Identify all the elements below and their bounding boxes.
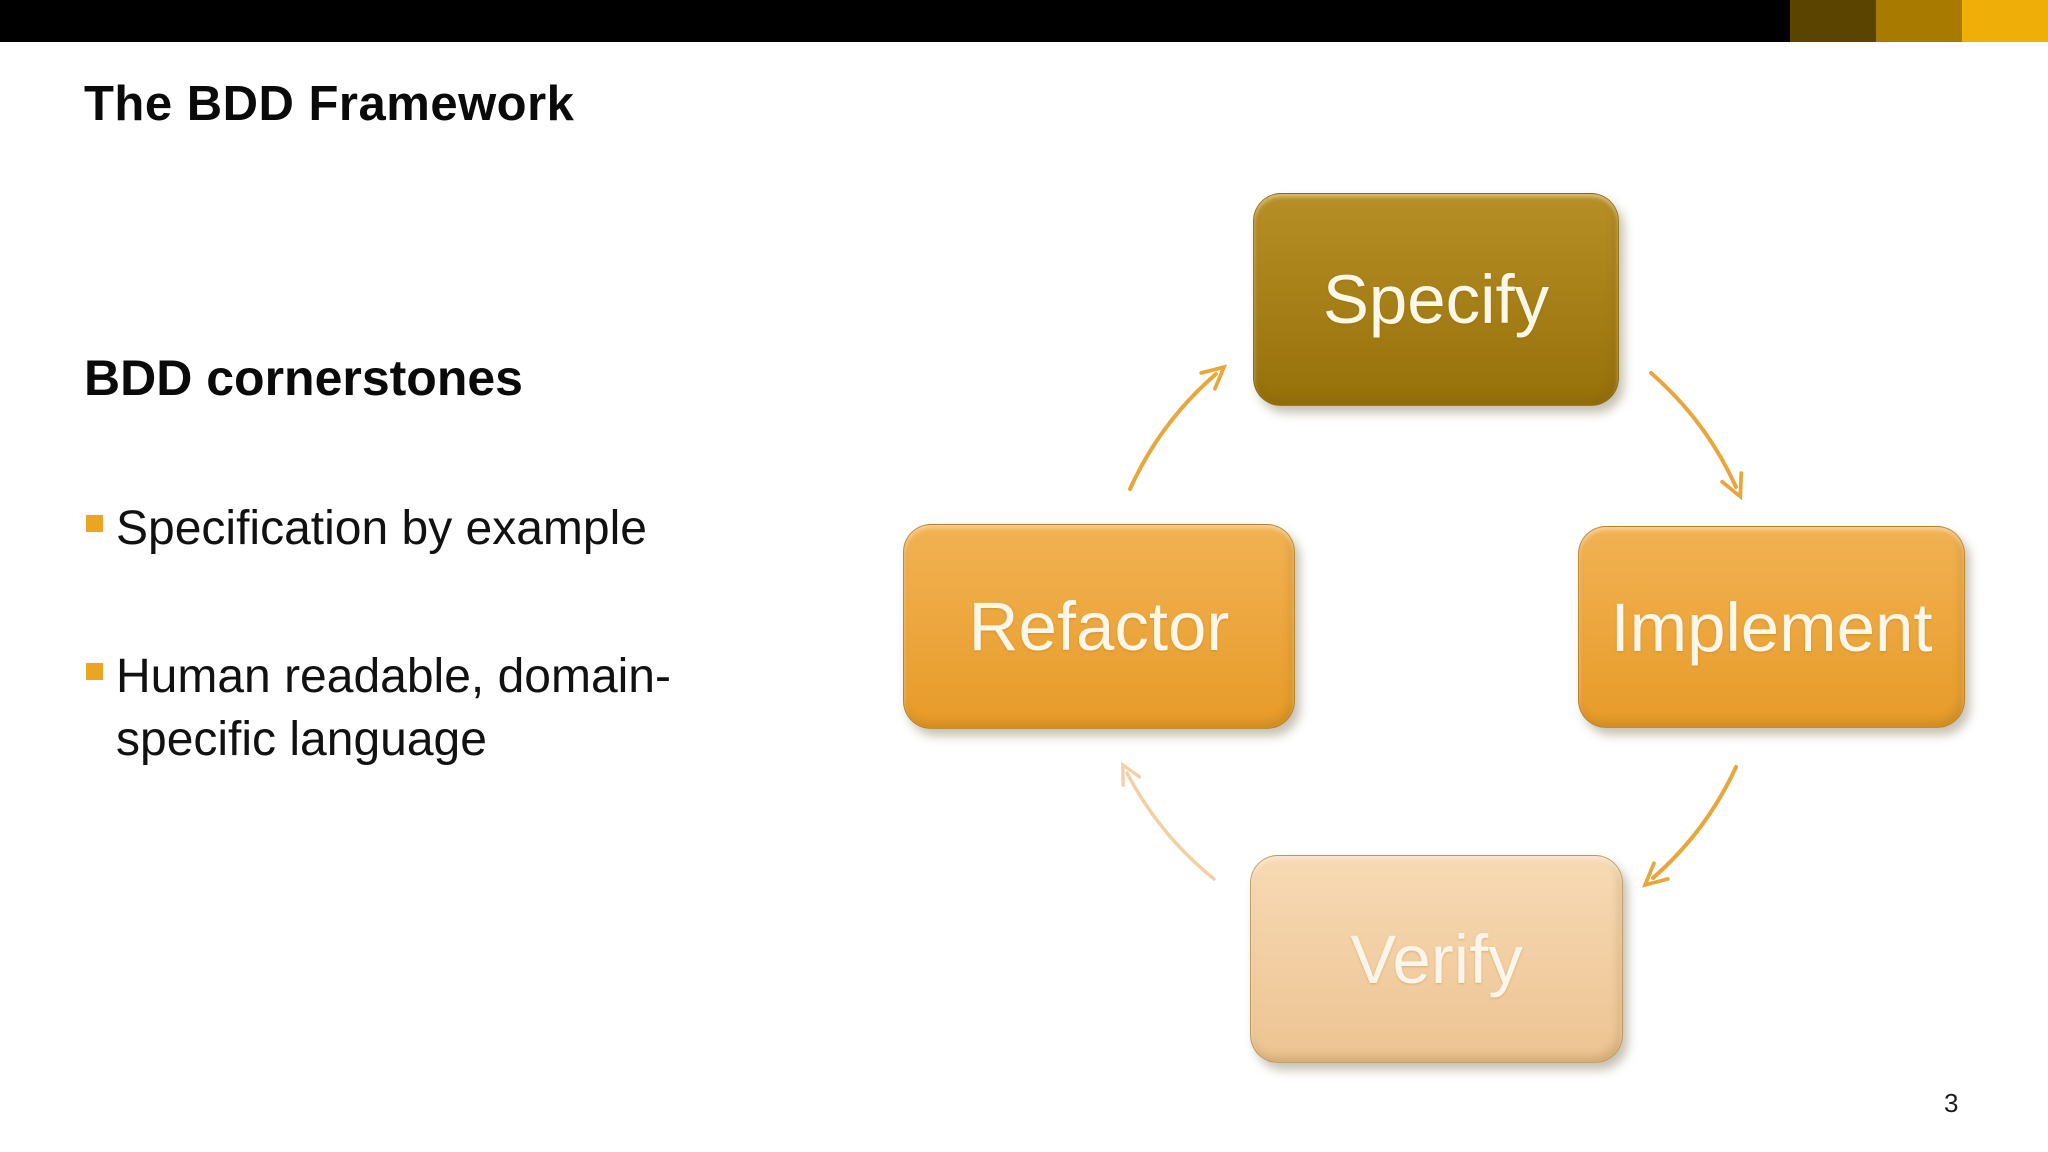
diagram-node-verify: Verify	[1250, 855, 1623, 1063]
arrow-implement-to-verify	[1653, 765, 1738, 878]
bullet-text: Specification by example	[116, 502, 647, 555]
diagram-node-refactor: Refactor	[903, 524, 1295, 729]
page-number: 3	[1944, 1088, 1959, 1118]
diagram-node-implement: Implement	[1578, 526, 1965, 728]
accent-square-medium	[1876, 0, 1962, 42]
bullet-text: Human readable, domain- specific languag…	[116, 650, 671, 766]
bullet-item: Specification by example	[86, 498, 846, 560]
accent-square-bright	[1962, 0, 2048, 42]
bullet-list: Specification by example Human readable,…	[86, 498, 846, 857]
arrow-specify-to-implement	[1649, 371, 1736, 487]
accent-square-dark	[1790, 0, 1876, 42]
section-heading: BDD cornerstones	[84, 350, 523, 406]
arrow-refactor-to-specify	[1128, 374, 1216, 491]
arrow-verify-to-refactor	[1127, 773, 1216, 881]
slide-title: The BDD Framework	[84, 77, 575, 131]
bullet-item: Human readable, domain- specific languag…	[86, 646, 846, 771]
bullet-marker-icon	[86, 663, 103, 681]
top-bar	[0, 0, 2048, 42]
bullet-marker-icon	[86, 515, 103, 532]
diagram-node-specify: Specify	[1253, 193, 1619, 406]
